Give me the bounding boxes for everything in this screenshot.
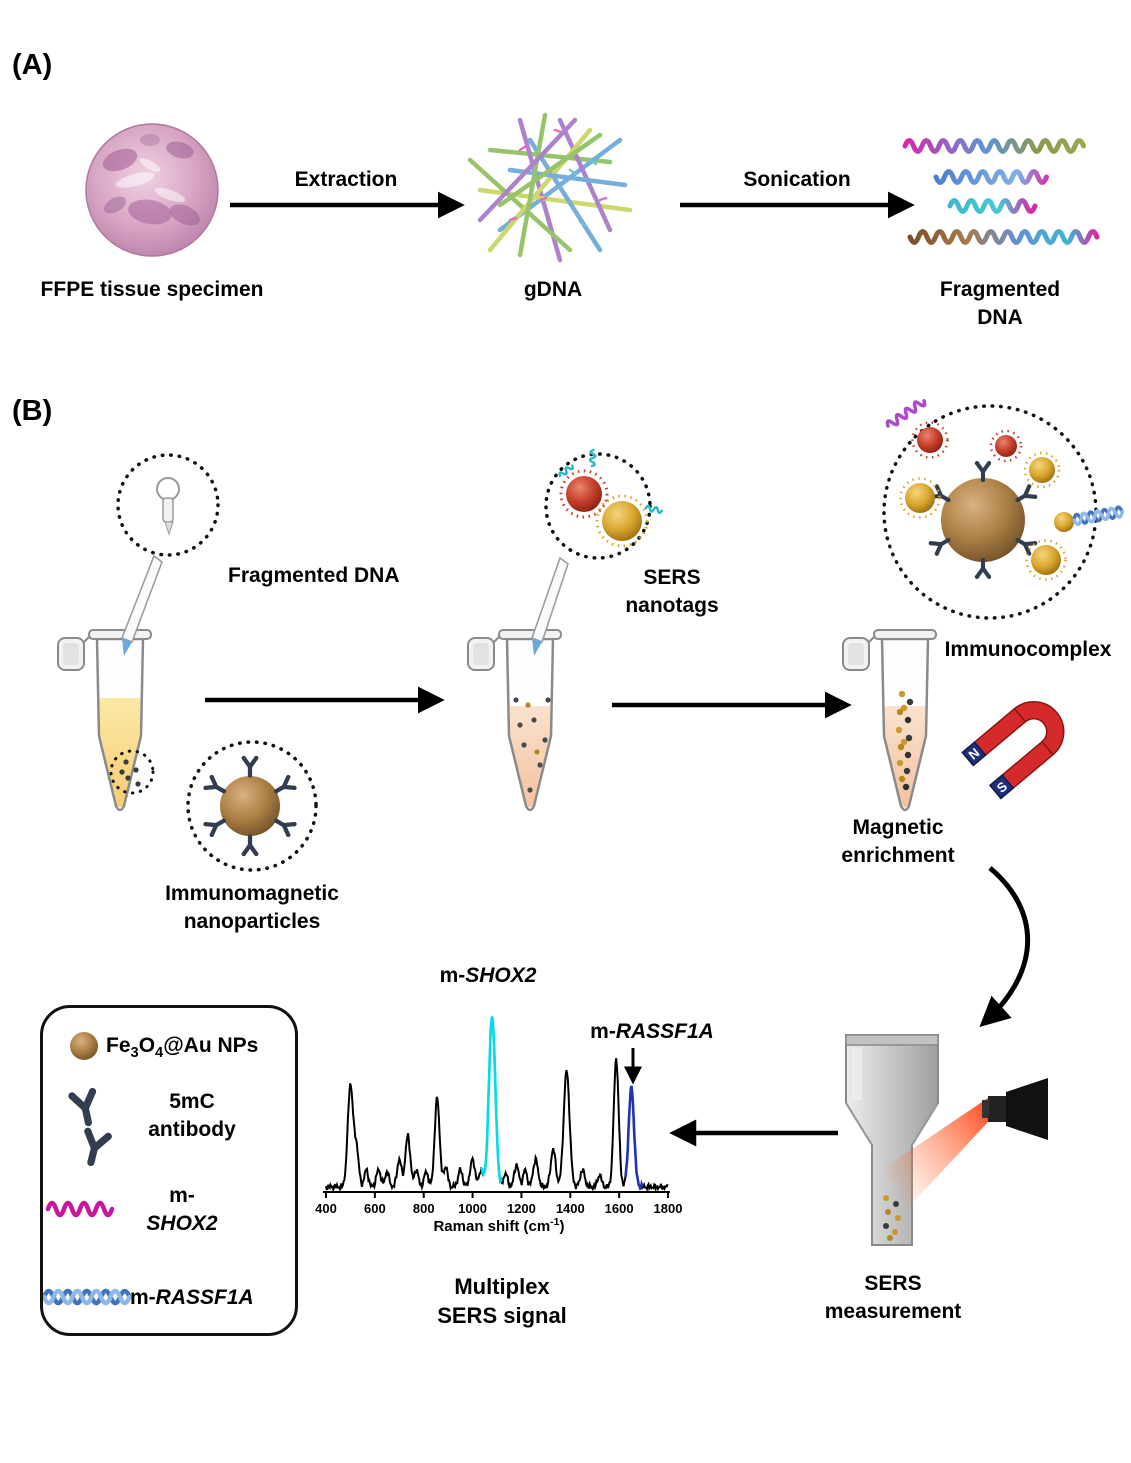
fragmented-dna-illustration bbox=[902, 138, 1100, 245]
sample-tube-2 bbox=[467, 448, 664, 812]
pipette-icon bbox=[531, 556, 569, 656]
multiplex-signal-label: Multiplex SERS signal bbox=[437, 1274, 567, 1329]
sonication-label: Sonication bbox=[743, 168, 851, 191]
tube2-speck-dots bbox=[513, 697, 551, 793]
panel-b-letter: (B) bbox=[12, 395, 53, 427]
rassf1a-prefix: m- bbox=[590, 1020, 616, 1043]
dropper-magnifier-circle bbox=[116, 453, 220, 557]
x-tick-label: 1400 bbox=[556, 1201, 585, 1216]
x-tick-label: 1800 bbox=[654, 1201, 682, 1216]
legend-rassf1a-label: m-RASSF1A bbox=[130, 1286, 254, 1309]
spectrum-shox2-label: m-SHOX2 bbox=[440, 962, 537, 990]
panel-a-letter: (A) bbox=[12, 49, 53, 81]
sers-device bbox=[845, 1034, 1048, 1246]
raman-shift-axis-label: Raman shift (cm-1) bbox=[433, 1216, 565, 1235]
legend-box bbox=[40, 1005, 298, 1336]
legend-antibody-label: 5mC antibody bbox=[148, 1090, 236, 1141]
immunomagnetic-label: Immunomagnetic nanoparticles bbox=[165, 882, 339, 933]
legend-shox2-strand-icon bbox=[45, 1200, 115, 1218]
x-tick-label: 1200 bbox=[507, 1201, 536, 1216]
tube1-pellet-dots bbox=[119, 759, 141, 787]
legend-np-icon bbox=[70, 1032, 98, 1060]
immunocomplex-zoom bbox=[882, 399, 1125, 620]
sers-nanotags-label: SERS nanotags bbox=[625, 566, 719, 617]
immunomagnetic-nanoparticle-zoom bbox=[186, 740, 318, 872]
legend-shox2-label: m- SHOX2 bbox=[146, 1184, 218, 1235]
sample-tube-1 bbox=[57, 453, 220, 812]
x-tick-label: 1000 bbox=[458, 1201, 487, 1216]
x-tick-label: 400 bbox=[315, 1201, 337, 1216]
device-sample-dots bbox=[883, 1195, 901, 1241]
shox2-gene: SHOX2 bbox=[465, 964, 537, 987]
spectrum-rassf1a-label: m-RASSF1A bbox=[590, 1018, 714, 1046]
x-tick-label: 600 bbox=[364, 1201, 386, 1216]
ffpe-tissue-image bbox=[85, 123, 219, 257]
sample-tube-3: N S bbox=[842, 629, 1065, 812]
sers-measurement-label: SERS measurement bbox=[824, 1272, 962, 1323]
laser-beam bbox=[884, 1098, 988, 1210]
workflow-curve-arrow bbox=[979, 866, 1031, 1028]
legend-np-label: Fe3O4@Au NPs bbox=[106, 1034, 259, 1062]
gdna-label: gDNA bbox=[523, 278, 583, 301]
x-tick-label: 800 bbox=[413, 1201, 435, 1216]
magnetic-enrichment-label: Magnetic enrichment bbox=[841, 816, 955, 867]
multiplex-sers-spectrum-chart: 400 600 800 1000 1200 1400 1600 1800 bbox=[315, 1016, 682, 1216]
pellet-zoom-circle bbox=[109, 749, 155, 795]
ffpe-tissue-label: FFPE tissue specimen bbox=[40, 278, 264, 301]
rassf1a-gene: RASSF1A bbox=[615, 1020, 714, 1043]
shox2-prefix: m- bbox=[439, 964, 466, 987]
magnet-icon: N S bbox=[961, 701, 1065, 800]
tube3-enriched-cluster bbox=[895, 690, 914, 791]
spectrum-highlight-m-RASSF1A bbox=[624, 1085, 644, 1191]
extraction-label: Extraction bbox=[294, 168, 398, 191]
pipette-icon bbox=[121, 554, 163, 656]
sers-nanotags-zoom bbox=[544, 448, 664, 560]
spectrum-highlight-m-SHOX2 bbox=[480, 1016, 503, 1185]
gdna-illustration bbox=[467, 112, 633, 263]
legend-rassf1a-strand-icon bbox=[41, 1288, 132, 1306]
x-tick-label: 1600 bbox=[605, 1201, 634, 1216]
objective-lens-icon bbox=[982, 1078, 1048, 1140]
immunocomplex-label: Immunocomplex bbox=[944, 638, 1112, 661]
fragmented-dna-label-a: Fragmented DNA bbox=[939, 278, 1061, 329]
fragmented-dna-label-b: Fragmented DNA bbox=[228, 564, 400, 587]
